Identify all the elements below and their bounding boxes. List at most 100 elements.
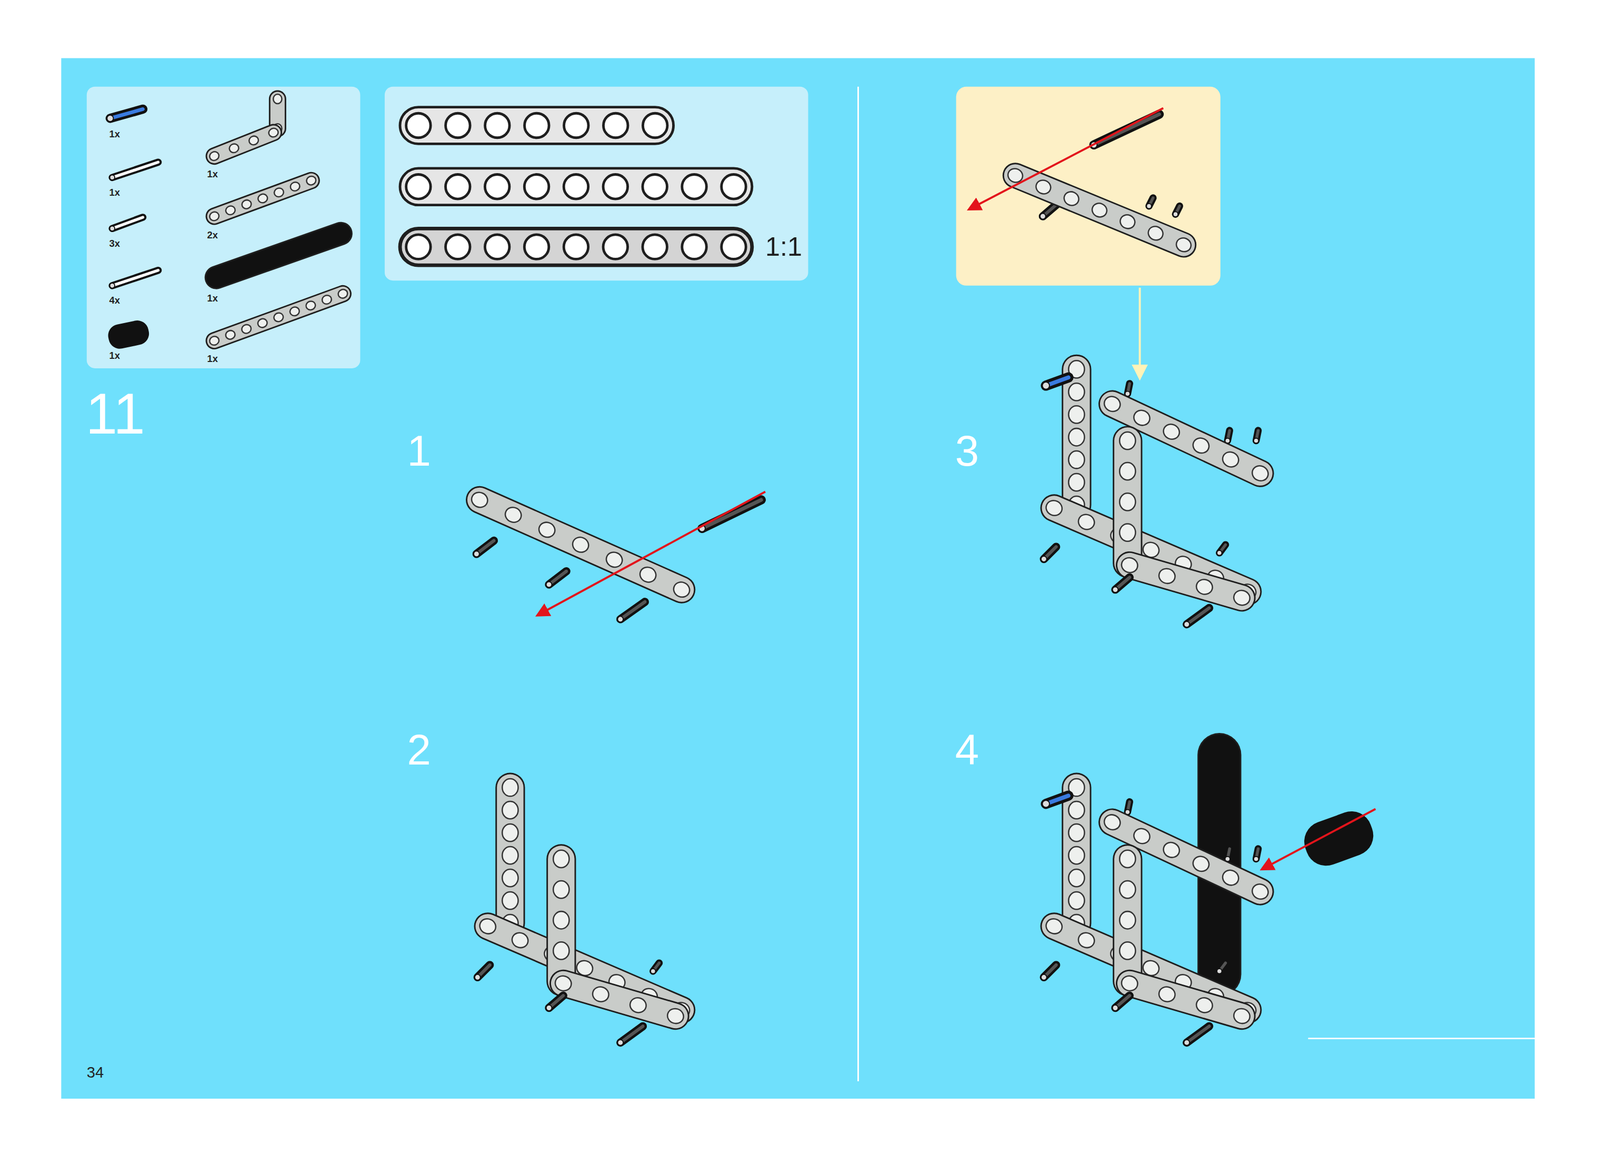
beam-hole — [1119, 432, 1136, 450]
pin-end — [110, 283, 116, 288]
beam-hole — [1157, 985, 1177, 1004]
step-model — [474, 778, 693, 1046]
beam-hole — [240, 198, 253, 210]
step-model — [1041, 360, 1271, 628]
beam-hole — [1076, 512, 1097, 533]
pin-end — [617, 616, 624, 623]
pin-outline — [112, 270, 158, 286]
beam-outline — [1112, 441, 1143, 564]
substep-number: 2 — [407, 728, 432, 772]
pin-outline — [620, 602, 646, 620]
beam-hole — [1101, 812, 1123, 833]
beam-hole — [1068, 824, 1085, 842]
beam-hole — [1068, 801, 1085, 819]
beam-hole — [267, 126, 280, 139]
ruler-hole — [603, 113, 628, 138]
beam-hole — [256, 192, 269, 204]
pin-body — [112, 270, 158, 286]
part-quantity: 1x — [108, 129, 120, 139]
ruler-hole — [445, 234, 471, 260]
step-1-model — [469, 490, 766, 623]
step-number: 11 — [85, 385, 146, 444]
ruler-hole — [484, 234, 510, 260]
substep-number: 3 — [955, 429, 979, 473]
beam-hole — [671, 580, 692, 600]
beam-hole — [1119, 942, 1136, 960]
pin-end — [474, 974, 481, 981]
beam-body — [214, 132, 274, 157]
beam-hole — [273, 94, 282, 104]
part-quantity: 3x — [108, 238, 120, 249]
pin-outline — [1186, 1026, 1210, 1043]
beam-body — [1129, 565, 1242, 598]
ruler-hole — [563, 113, 589, 138]
beam-hole — [1119, 493, 1136, 511]
pin-outline — [702, 500, 762, 529]
beam-hole — [1131, 407, 1153, 428]
beam-outline — [214, 293, 343, 341]
pin-body — [1186, 1026, 1210, 1043]
pin-end — [1183, 1040, 1190, 1046]
pin-end — [1146, 203, 1152, 209]
beam-outline — [1061, 369, 1092, 506]
beam-hole — [288, 305, 301, 317]
beam-hole — [1119, 523, 1136, 542]
pin-body — [112, 217, 143, 229]
beam-hole — [1194, 577, 1215, 597]
beam-hole — [1119, 850, 1136, 868]
part-quantity: 1x — [207, 293, 218, 304]
beam-hole — [288, 181, 301, 193]
beam-body — [547, 858, 575, 982]
beam-outline — [214, 132, 274, 157]
direction-arrow — [969, 108, 1164, 210]
scale-ruler — [400, 107, 753, 266]
beam-body — [1015, 175, 1184, 245]
pin-end — [473, 551, 480, 557]
beam-hole — [227, 142, 240, 155]
beam-hole — [502, 824, 518, 842]
pin-body — [112, 162, 158, 178]
beam-hole — [224, 204, 237, 216]
ruler-hole — [485, 113, 510, 138]
pin-outline — [112, 217, 143, 229]
beam-hole — [1117, 212, 1137, 231]
beam-body — [1063, 787, 1090, 924]
beam-hole — [1043, 916, 1065, 937]
ruler-hole — [524, 234, 549, 260]
substep-number: 1 — [407, 429, 432, 473]
beam-hole — [1068, 846, 1085, 865]
pin-body — [110, 108, 143, 118]
beam-body — [1129, 983, 1242, 1017]
beam-hole — [553, 974, 574, 993]
beam-hole — [503, 504, 524, 525]
part-quantity: 1x — [108, 187, 120, 198]
beam-body — [479, 500, 682, 590]
beam-hole — [1220, 867, 1242, 888]
beam-hole — [304, 300, 317, 312]
beam-hole — [321, 294, 333, 306]
direction-arrow — [1262, 808, 1376, 869]
ruler-hole — [721, 234, 747, 260]
ruler-hole — [563, 234, 589, 260]
beam-outline — [563, 983, 676, 1017]
beam-hole — [1090, 201, 1109, 219]
beam-hole — [502, 869, 518, 887]
ruler-hole — [603, 234, 628, 260]
pin-end — [106, 115, 114, 122]
ruler-hole — [406, 174, 432, 200]
pin-end — [1173, 211, 1179, 217]
beam-hole — [1068, 892, 1085, 910]
beam-hole — [553, 850, 569, 868]
beam-body — [214, 293, 343, 341]
beam-hole — [1068, 428, 1085, 446]
beam-body — [216, 233, 342, 278]
beam-hole — [1119, 462, 1136, 480]
beam-hole — [591, 985, 611, 1004]
beam-hole — [553, 911, 569, 929]
beam-hole — [502, 846, 518, 865]
beam-outline — [214, 180, 312, 217]
beam-hole — [273, 186, 285, 198]
